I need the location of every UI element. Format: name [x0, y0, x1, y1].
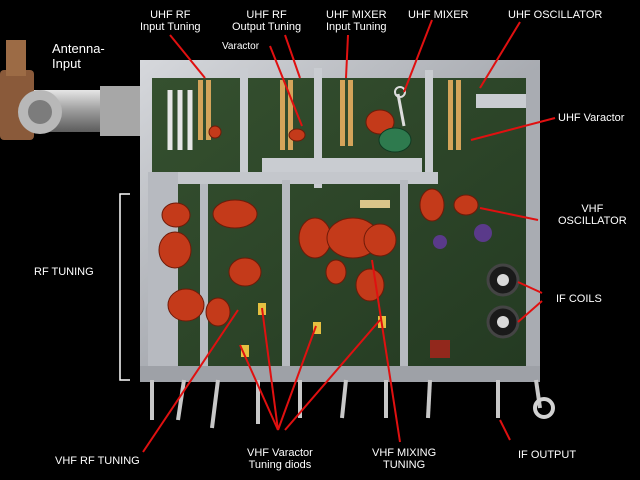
rf-tuning-label: RF TUNING [34, 266, 94, 278]
uhf-mixer-input-tuning-line2: Input Tuning [326, 21, 387, 33]
vhf-oscillator-line1: VHF [581, 203, 604, 215]
uhf-varactor-label: UHF Varactor [558, 112, 625, 124]
antenna-connector [0, 40, 146, 140]
green-coil [378, 127, 412, 153]
vhf-varactor-tuning-diods-label: VHF Varactor Tuning diods [247, 447, 313, 471]
vhf-oscillator-line2: OSCILLATOR [558, 215, 627, 227]
uhf-rf-output-tuning-line2: Output Tuning [232, 21, 302, 33]
uhf-rf-input-tuning-line2: Input Tuning [140, 21, 201, 33]
uhf-mixer-input-tuning-line1: UHF MIXER [326, 9, 387, 21]
uhf-rf-input-tuning-label: UHF RF Input Tuning [140, 9, 201, 33]
vhf-varactor-line1: VHF Varactor [247, 447, 313, 459]
uhf-trimmer-blades [198, 80, 461, 150]
vhf-rf-tuning-label: VHF RF TUNING [55, 455, 140, 467]
vhf-varactor-line2: Tuning diods [248, 459, 312, 471]
if-output-label: IF OUTPUT [518, 449, 577, 461]
if-output-ring [533, 397, 555, 419]
pointer-lines [142, 19, 556, 453]
rf-tuning-bracket [119, 193, 130, 381]
uhf-mixer-label: UHF MIXER [408, 9, 469, 21]
uhf-resonator-loops [167, 90, 193, 150]
copper-coils [158, 109, 479, 327]
uhf-mixer-input-tuning-label: UHF MIXER Input Tuning [326, 9, 387, 33]
vhf-mixing-line2: TUNING [383, 459, 426, 471]
antenna-input-label: Antenna- Input [52, 41, 105, 71]
tuner-pins [150, 379, 542, 429]
vhf-oscillator-label: VHF OSCILLATOR [558, 203, 627, 227]
antenna-input-line1: Antenna- [52, 41, 105, 56]
if-coil-cans [486, 263, 520, 339]
varactor-label: Varactor [222, 41, 260, 52]
if-coils-label: IF COILS [556, 293, 602, 305]
uhf-rf-output-tuning-line1: UHF RF [246, 9, 287, 21]
uhf-oscillator-label: UHF OSCILLATOR [508, 9, 603, 21]
uhf-rf-input-tuning-line1: UHF RF [150, 9, 191, 21]
vhf-mixing-tuning-label: VHF MIXING TUNING [372, 447, 436, 471]
antenna-input-line2: Input [52, 56, 81, 71]
uhf-rf-output-tuning-label: UHF RF Output Tuning [232, 9, 301, 33]
vhf-mixing-line1: VHF MIXING [372, 447, 437, 459]
